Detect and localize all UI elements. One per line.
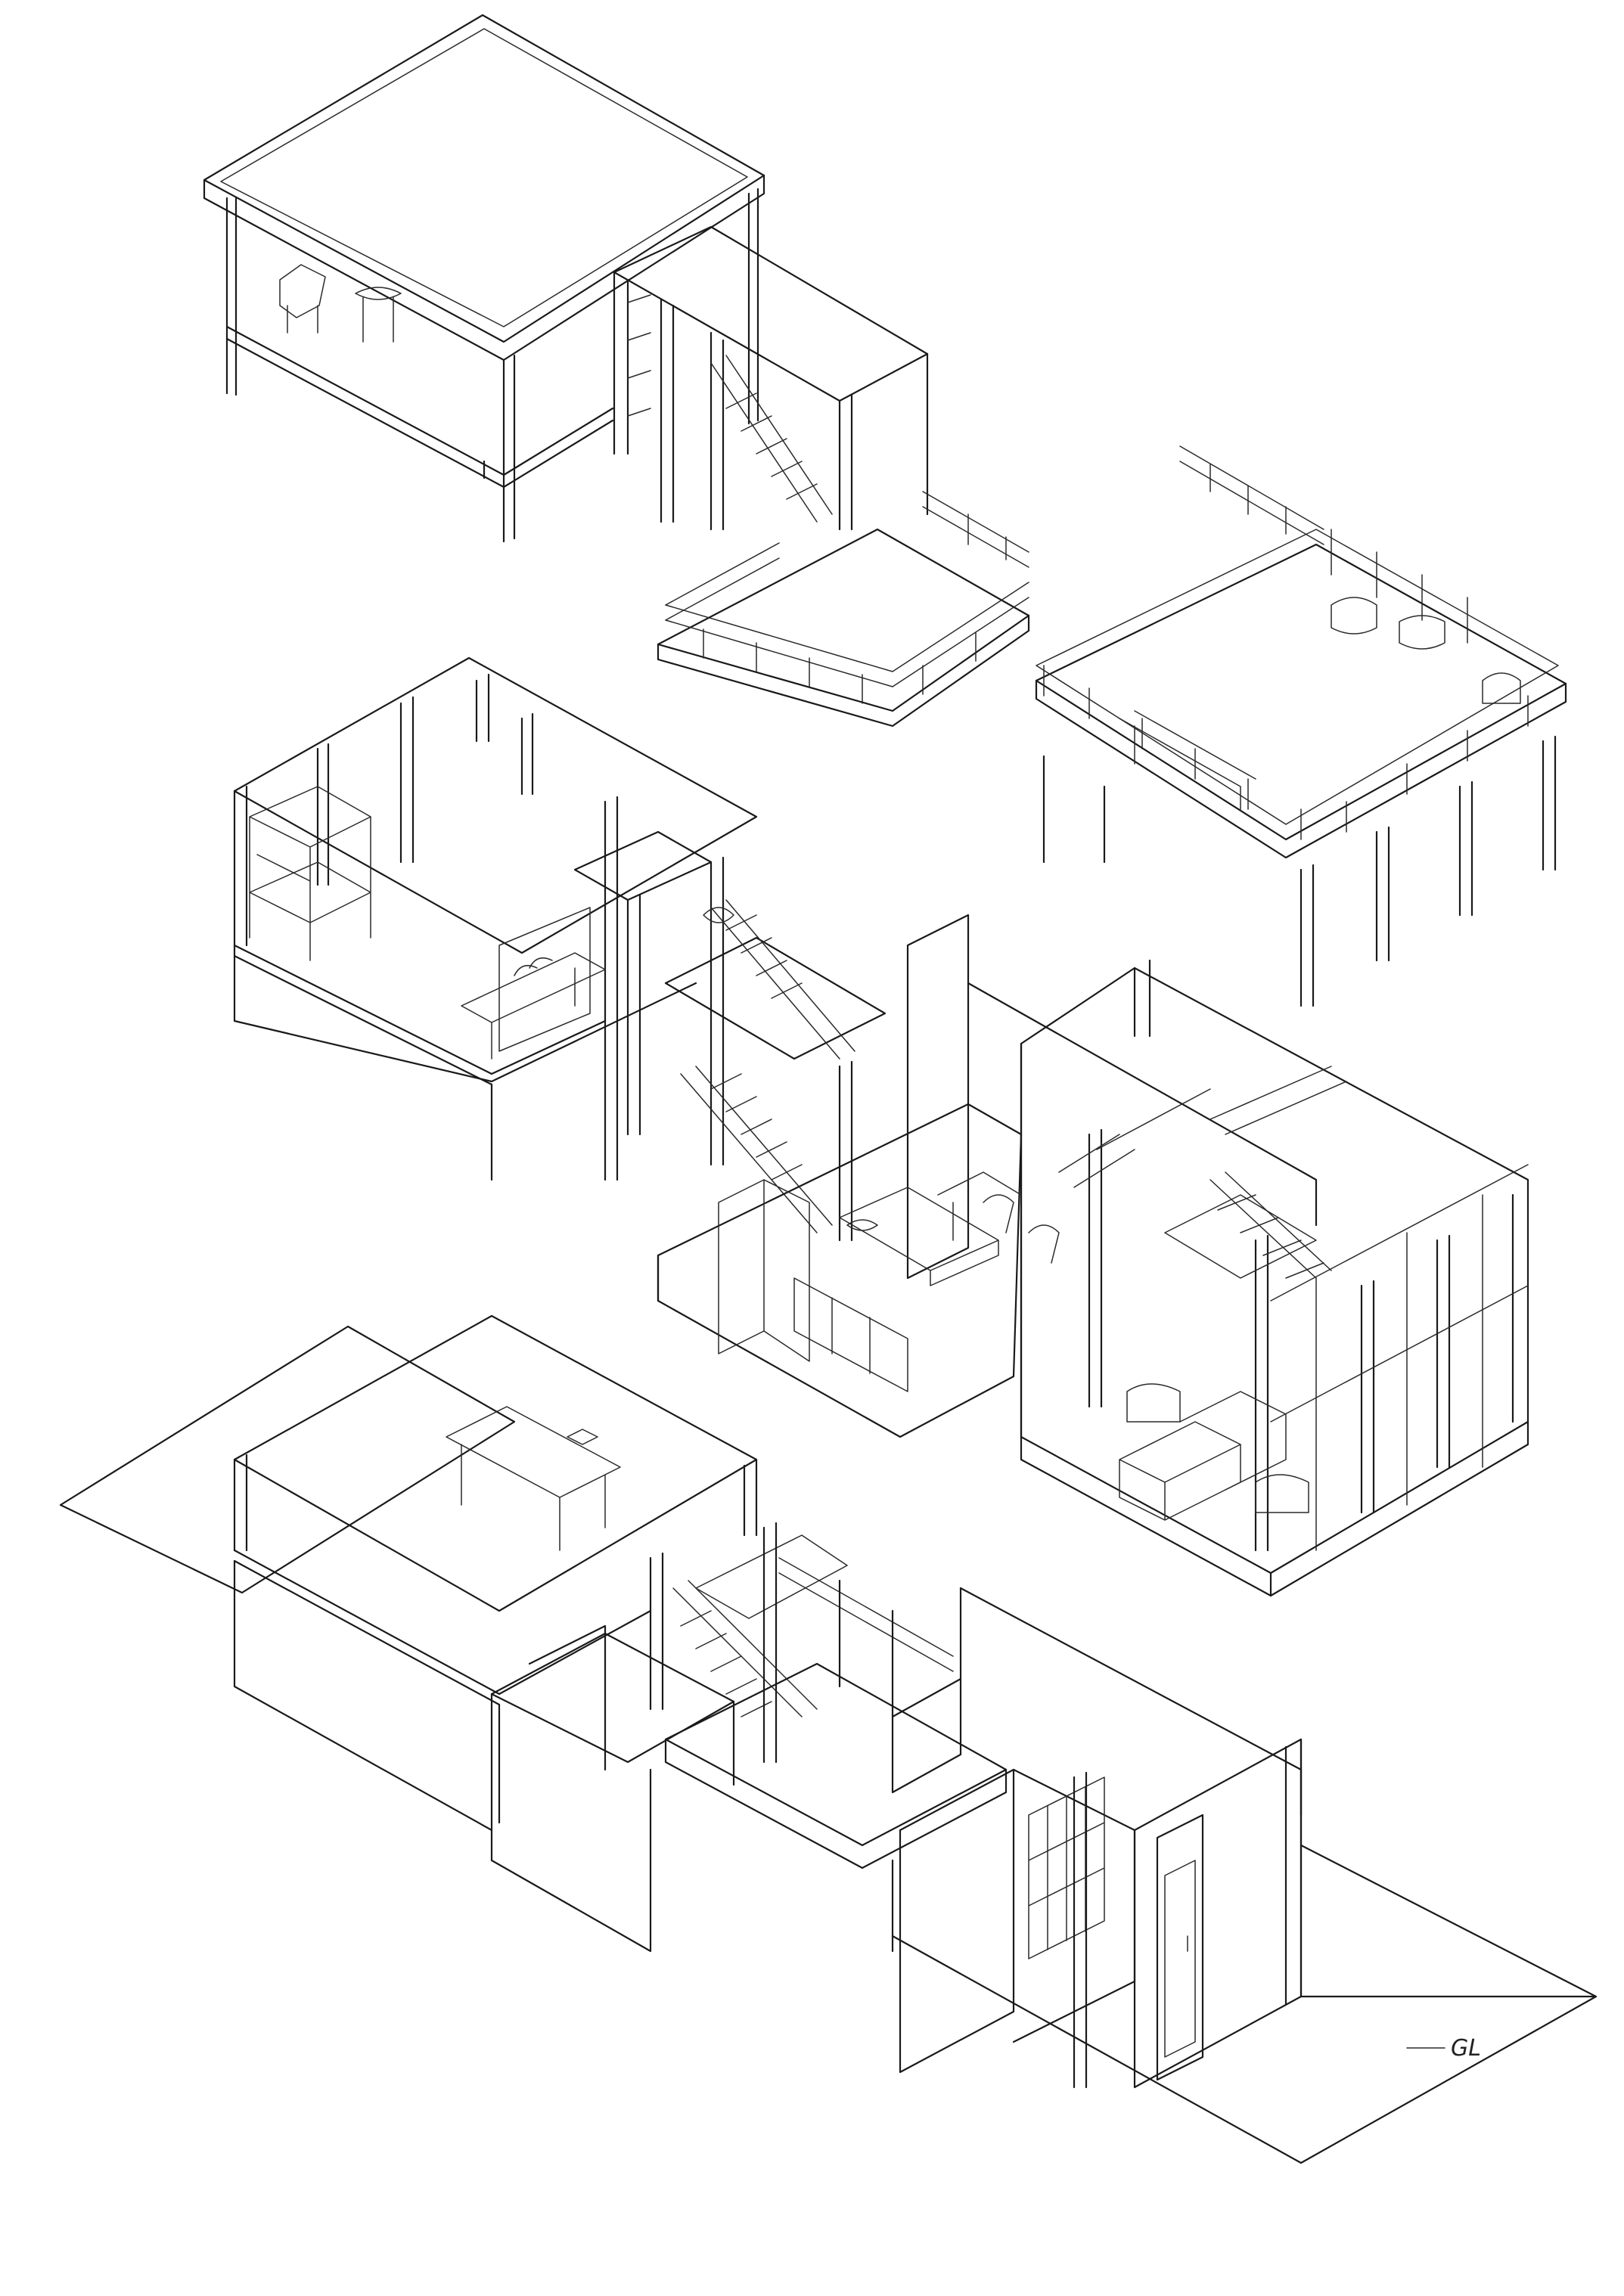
middle-kitchen-living-module	[657, 959, 1529, 1597]
middle-bedroom-module	[233, 656, 758, 1181]
sofa-icon	[1119, 1421, 1241, 1521]
armchair-icon	[1126, 1383, 1181, 1423]
sink-icon	[846, 1219, 878, 1231]
ground-level-marker: GL	[1406, 2035, 1481, 2062]
lounge-chair-icon	[1482, 672, 1521, 704]
armchair-icon	[279, 264, 326, 334]
ground-level-label: GL	[1451, 2035, 1481, 2062]
glazed-door-icon	[1028, 1776, 1105, 1959]
ground-level	[59, 1314, 1598, 2164]
chair-icon	[567, 1429, 598, 1445]
kitchen-cabinets-icon	[718, 1179, 810, 1362]
desk-icon	[461, 952, 606, 1060]
round-table-icon	[355, 287, 402, 343]
middle-stair-core	[573, 830, 970, 1280]
door-icon	[1164, 1860, 1196, 2058]
bunk-bed-icon	[249, 786, 371, 961]
dining-table-icon	[446, 1406, 621, 1551]
armchair-icon	[1255, 1474, 1309, 1513]
upper-right-deck	[1035, 445, 1567, 1007]
round-ottoman-icon	[703, 907, 734, 923]
upper-terrace	[657, 491, 1030, 728]
kitchen-island-icon	[839, 1187, 999, 1286]
upper-stair-core	[613, 225, 929, 531]
coffee-table-icon	[1179, 1391, 1287, 1491]
roof-module	[203, 14, 765, 543]
